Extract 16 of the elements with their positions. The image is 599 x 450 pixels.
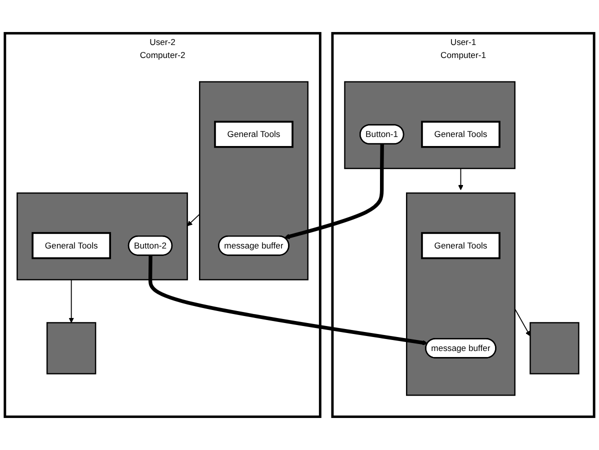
node-box [46,322,96,374]
node-box: General Tools [214,120,294,148]
arrow [458,168,464,190]
node-box [530,322,580,374]
cluster [406,192,516,396]
cluster [16,192,188,280]
node-box: General Tools [32,232,112,260]
arrow [148,255,428,346]
arrow [68,279,74,323]
arrow [284,144,384,240]
cluster [344,81,516,170]
node-box: General Tools [421,120,500,148]
arrow [514,308,530,336]
node-box: General Tools [421,232,500,260]
cluster [199,81,308,280]
arrow [187,214,200,226]
